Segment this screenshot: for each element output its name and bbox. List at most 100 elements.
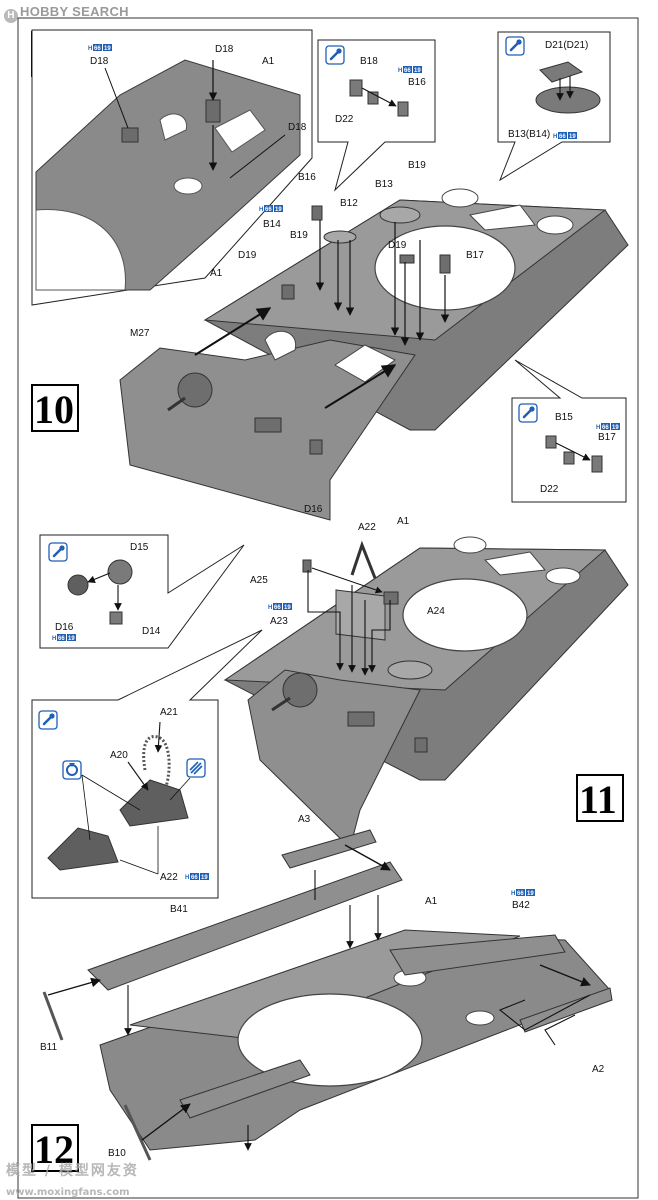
step-10-hatch-2 xyxy=(536,215,574,235)
step-11-inset-b-rotate-icon xyxy=(62,760,82,780)
svg-text:H: H xyxy=(553,134,557,140)
svg-text:19: 19 xyxy=(612,425,619,431)
step-9-part-d18b xyxy=(121,127,139,143)
step-11-inset-a-d16: D16 xyxy=(55,622,74,633)
step-9-hatch-opening xyxy=(159,113,188,141)
step-10-hatch-3 xyxy=(441,188,479,208)
step-12-label-b42: B42 xyxy=(512,900,530,911)
step-10-hatch-1 xyxy=(468,204,536,231)
step-9-vent-opening xyxy=(214,109,266,153)
step-10-inset-top-d22: D22 xyxy=(335,114,354,125)
svg-text:19: 19 xyxy=(284,605,291,611)
step-11-label-a22: A22 xyxy=(358,522,376,533)
step-10-part-b17 xyxy=(439,254,451,274)
page-border xyxy=(17,17,639,1199)
svg-text:66: 66 xyxy=(559,134,566,140)
svg-text:66: 66 xyxy=(58,636,65,642)
step-11-front-plate xyxy=(247,669,421,849)
step-11-part-a23 xyxy=(335,589,386,641)
svg-text:H: H xyxy=(88,46,92,52)
step-12-part-a3 xyxy=(281,829,377,869)
step-12-label-a1: A1 xyxy=(425,896,438,907)
step-10-number: 10 xyxy=(34,387,74,432)
step-10-inset-right-frame xyxy=(511,359,627,503)
step-9-turret-opening xyxy=(35,209,126,291)
step-10-label-b16: B16 xyxy=(298,172,316,183)
step-11-label-a1: A1 xyxy=(397,516,410,527)
step-10-arrow-a1 xyxy=(194,307,272,356)
step-9-port-opening xyxy=(173,177,203,195)
svg-text:H: H xyxy=(398,68,402,74)
step-10-label-d19-left: D19 xyxy=(238,250,257,261)
step-10-inset-top-frame xyxy=(317,39,436,192)
svg-text:19: 19 xyxy=(414,68,421,74)
svg-text:H: H xyxy=(185,875,189,881)
step-11-inset-a-glue-icon xyxy=(47,541,69,563)
step-10-inset-top-b16: B16 xyxy=(408,77,426,88)
step-10-part-b16 xyxy=(311,205,323,221)
step-9-label-d18-top: D18 xyxy=(215,44,234,55)
step-11-inset-b-a22: A22 xyxy=(160,872,178,883)
svg-text:66: 66 xyxy=(404,68,411,74)
svg-text:66: 66 xyxy=(602,425,609,431)
svg-text:66: 66 xyxy=(191,875,198,881)
step-10: 10 B16 B14 B19 B12 B13 xyxy=(31,31,629,521)
step-10-inset-rt-d21: D21(D21) xyxy=(545,40,588,51)
step-10-part-d16 xyxy=(309,439,323,455)
step-10-inset-rt-b13: B13(B14) xyxy=(508,129,550,140)
step-10-mg-barrel xyxy=(167,396,186,412)
step-12-part-b11 xyxy=(42,991,64,1041)
step-10-part-d19b xyxy=(399,254,415,264)
svg-text:H: H xyxy=(511,891,515,897)
step-11-number-box xyxy=(576,774,624,822)
step-12: 12 A3 A1 B41 B42 B11 A2 B10 H 66 xyxy=(31,814,613,1172)
step-10-driver-hatch xyxy=(264,330,297,361)
svg-text:66: 66 xyxy=(94,46,101,52)
step-10-arrow-front xyxy=(324,364,397,409)
svg-text:H: H xyxy=(52,636,56,642)
svg-text:19: 19 xyxy=(527,891,534,897)
svg-text:19: 19 xyxy=(275,207,282,213)
step-12-number-box xyxy=(31,1124,79,1172)
step-12-label-a3: A3 xyxy=(298,814,311,825)
step-10-inset-top-b18: B18 xyxy=(360,56,378,67)
step-10-inset-right-b15: B15 xyxy=(555,412,573,423)
step-11-turret-ring xyxy=(402,578,528,652)
step-9-label-d18-left: D18 xyxy=(90,56,109,67)
step-11-number: 11 xyxy=(579,777,617,822)
moxingfans-watermark-url: www.moxingfans.com xyxy=(6,1187,130,1198)
step-9-tag-h66: H 66 19 xyxy=(88,44,112,52)
svg-text:19: 19 xyxy=(68,636,75,642)
step-12-label-b41: B41 xyxy=(170,904,188,915)
step-10-tag-h66: H 66 19 xyxy=(259,205,283,213)
step-11-inset-a-frame xyxy=(39,534,245,649)
step-9-part-d18 xyxy=(205,99,221,123)
step-12-number: 12 xyxy=(34,1127,74,1172)
step-11-label-a23: A23 xyxy=(270,616,288,627)
step-11-inset-b-a20: A20 xyxy=(110,750,128,761)
step-10-label-b14: B14 xyxy=(263,219,281,230)
step-10-part-d19 xyxy=(281,284,295,300)
svg-text:66: 66 xyxy=(274,605,281,611)
step-10-label-m27: M27 xyxy=(130,328,150,339)
step-11: 11 A22 A1 A25 A23 A24 H 66 19 xyxy=(31,516,629,899)
step-9-label-d18-right: D18 xyxy=(288,122,307,133)
step-10-part-tow xyxy=(254,417,282,433)
svg-text:H: H xyxy=(268,605,272,611)
step-11-inset-b-glue-icon xyxy=(37,709,59,731)
step-9: 9 D18 D18 A1 D18 H 66 19 xyxy=(31,29,313,306)
step-12-label-b10: B10 xyxy=(108,1148,126,1159)
step-11-inset-b-paint-icon xyxy=(186,758,206,778)
step-11-inset-a-d14: D14 xyxy=(142,626,161,637)
step-11-inset-b-a21: A21 xyxy=(160,707,178,718)
step-10-ball-mount xyxy=(177,372,213,408)
step-11-label-a25: A25 xyxy=(250,575,268,586)
svg-text:H: H xyxy=(596,425,600,431)
step-12-turret-ring xyxy=(237,993,423,1087)
step-10-label-b19-left: B19 xyxy=(290,230,308,241)
svg-text:66: 66 xyxy=(517,891,524,897)
step-10-label-b19-top: B19 xyxy=(408,160,426,171)
step-12-label-a2: A2 xyxy=(592,1064,605,1075)
step-10-inset-right-b17: B17 xyxy=(598,432,616,443)
